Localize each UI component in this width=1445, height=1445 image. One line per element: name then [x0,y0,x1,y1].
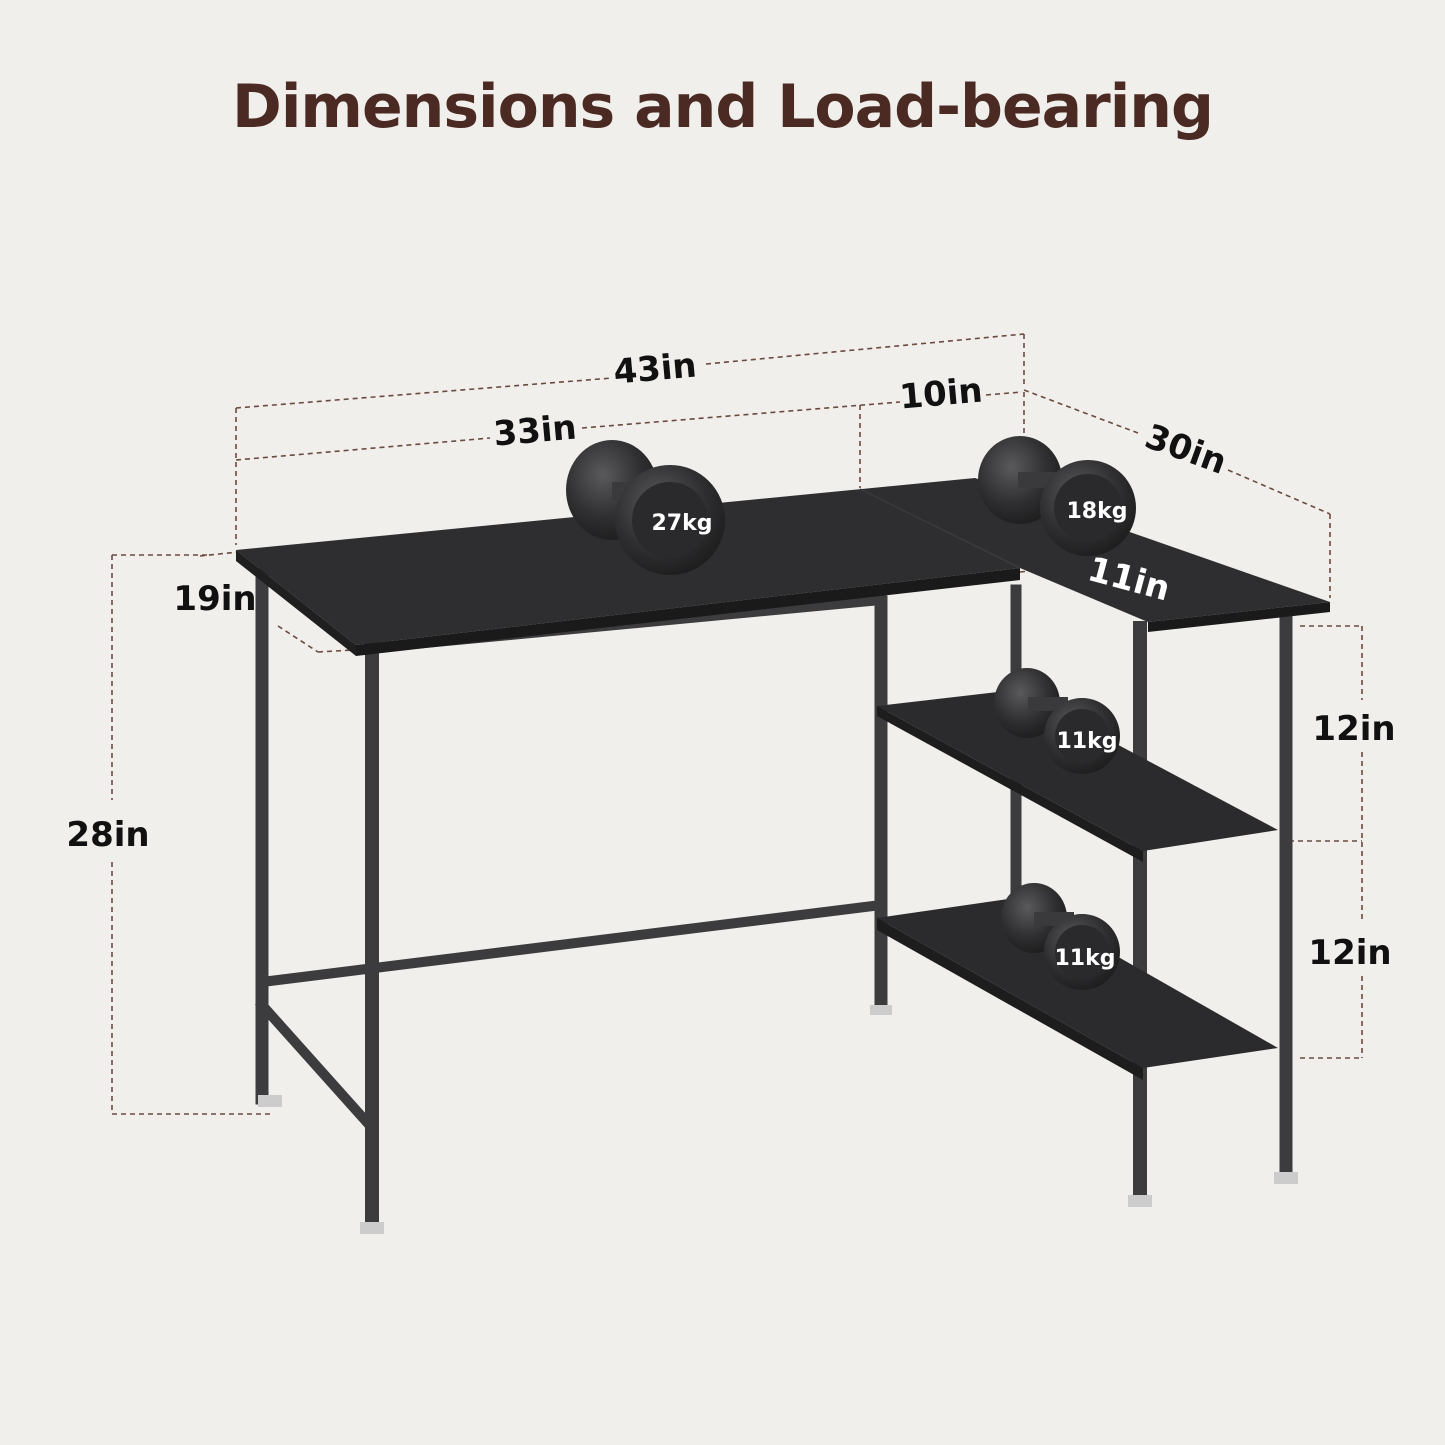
dumbbell-shelf-upper: 11kg [994,668,1120,774]
load-label: 11kg [1057,729,1118,754]
dumbbell-desktop-main: 27kg [566,440,725,575]
foot-pad [1128,1195,1152,1207]
desktop [236,478,1330,656]
foot-pad [1274,1172,1298,1184]
dim-height: 28in [66,815,149,855]
dim-main-depth: 19in [173,579,256,619]
dim-shelf-gap-lower: 12in [1308,933,1391,973]
dumbbell-desktop-side: 18kg [978,436,1136,556]
load-label: 27kg [652,511,713,536]
desk-frame [254,568,1298,1234]
foot-pad [360,1222,384,1234]
dim-total-width: 43in [612,345,698,392]
dim-shelf-width: 10in [898,370,984,417]
load-label: 11kg [1055,946,1116,971]
dimension-labels: 43in 33in 10in 30in 19in 11in 28in 12in … [66,345,1395,973]
foot-pad [258,1095,282,1107]
load-label: 18kg [1067,499,1128,524]
dumbbell-shelf-lower: 11kg [1001,883,1120,990]
dim-main-width: 33in [492,407,578,454]
dimension-lines [111,333,1363,1115]
dim-shelf-gap-upper: 12in [1312,709,1395,749]
dim-side-length: 30in [1140,417,1232,483]
foot-pad [870,1005,892,1015]
page-title: Dimensions and Load-bearing [232,72,1214,142]
